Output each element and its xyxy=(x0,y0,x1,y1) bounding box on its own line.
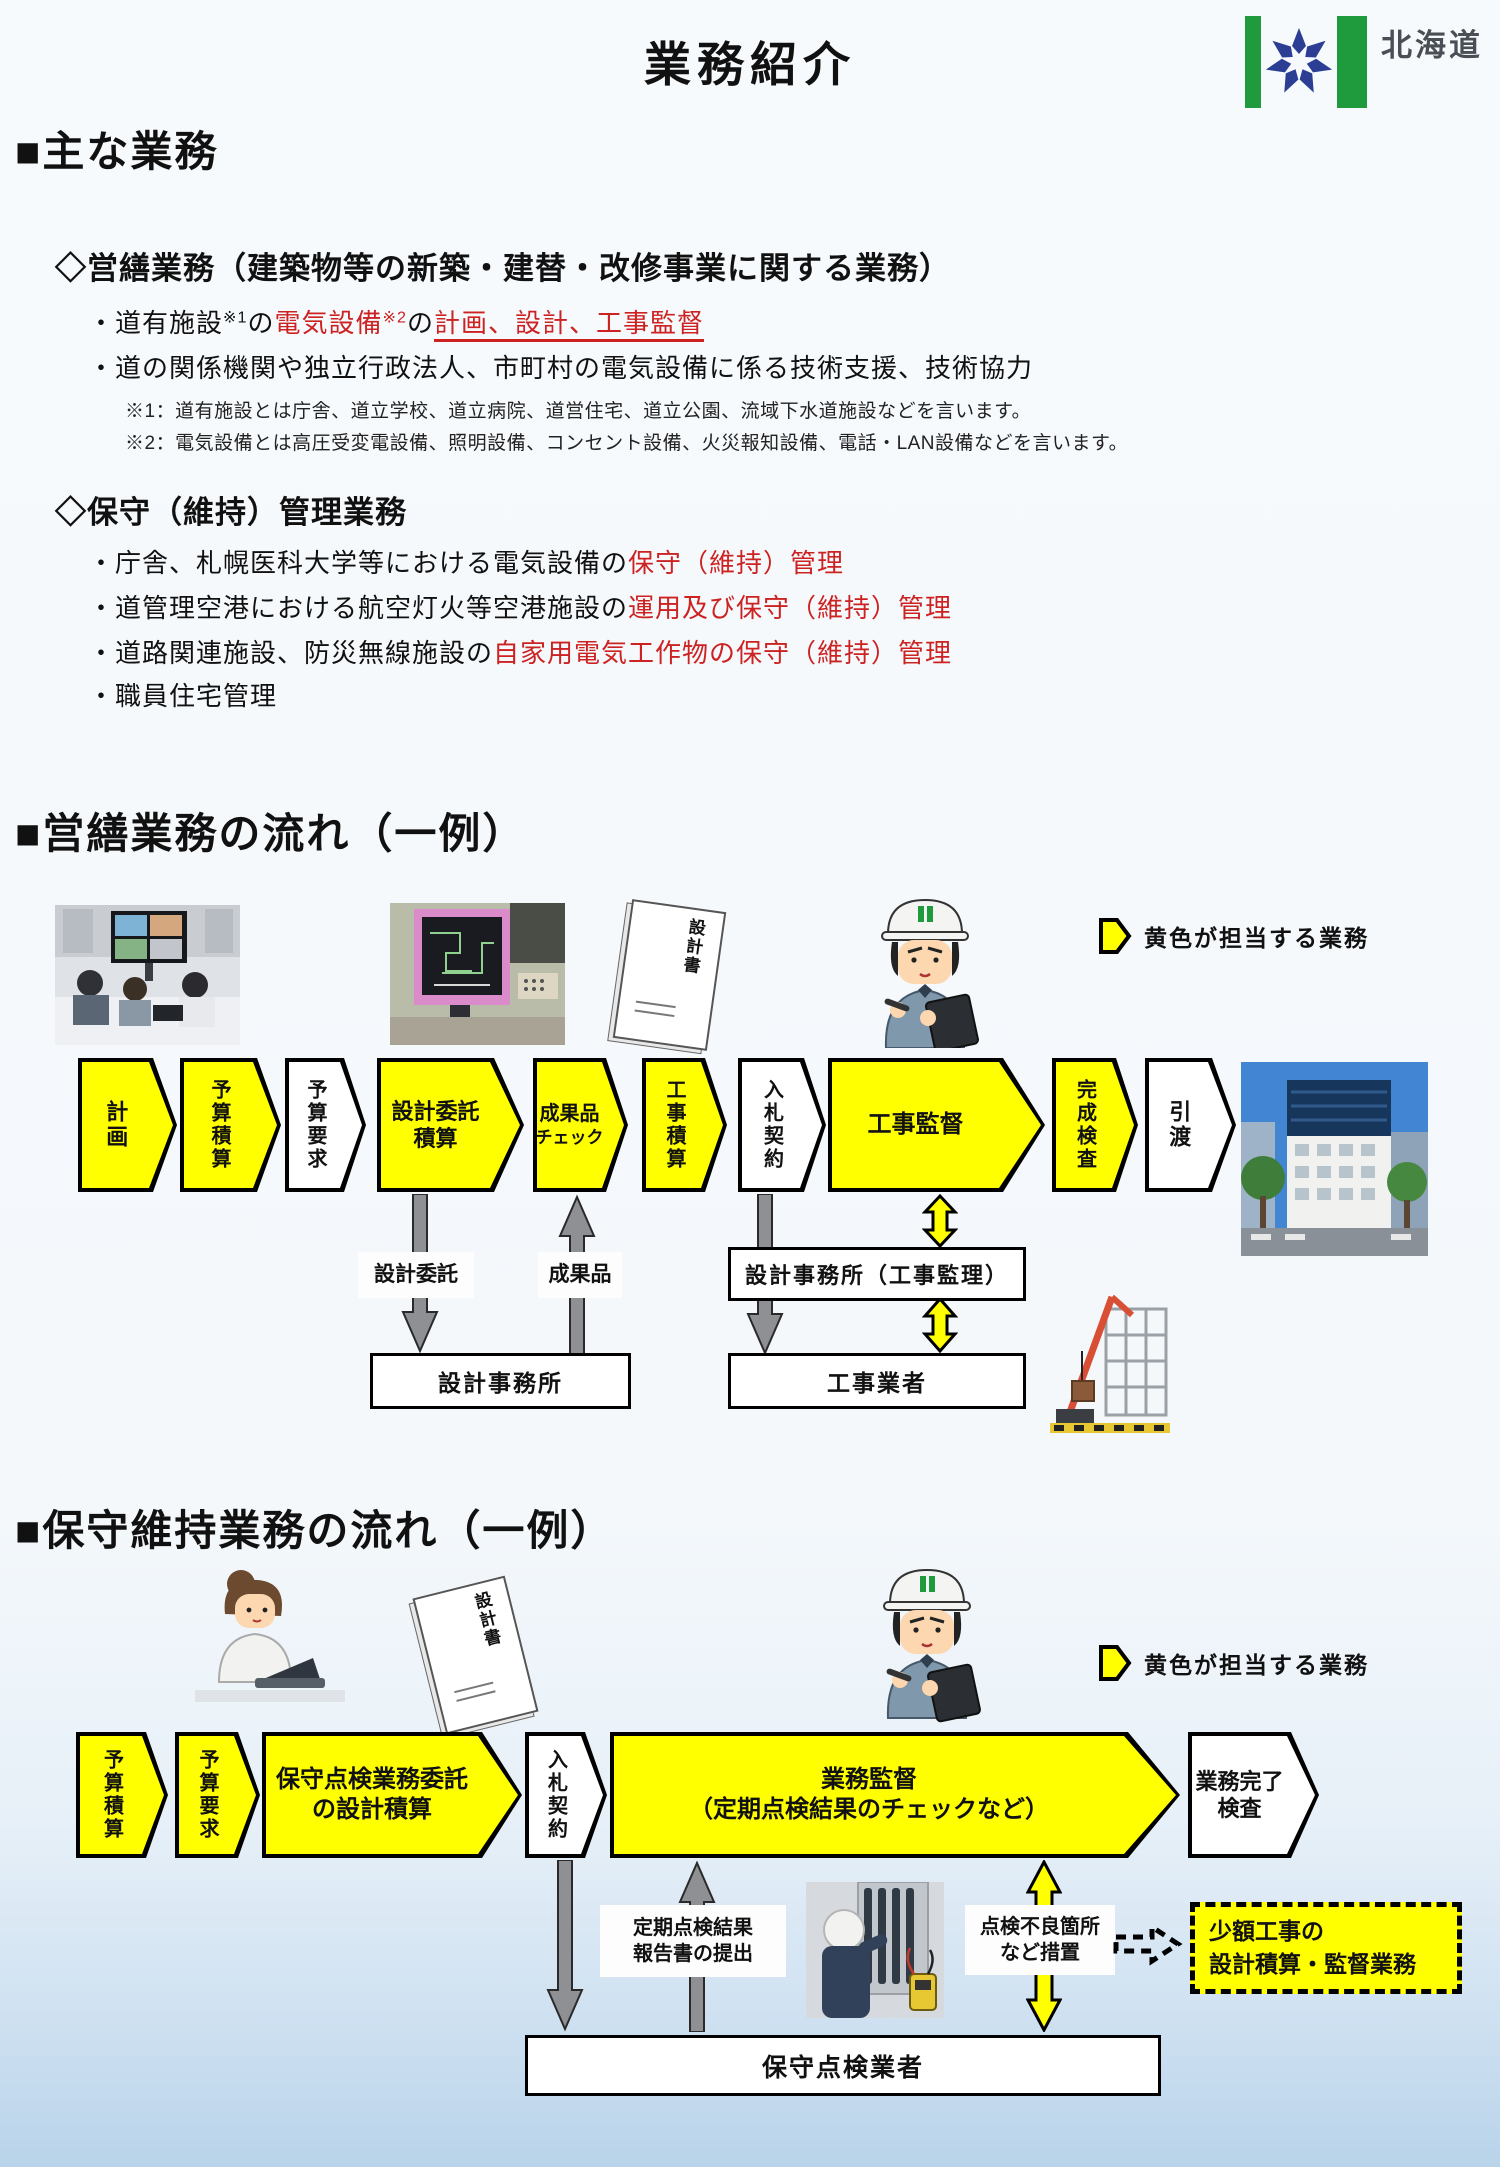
hoshu-bullet-2: ・道管理空港における航空灯火等空港施設の運用及び保守（維持）管理 xyxy=(88,588,952,625)
yellow-pentagon-icon xyxy=(1099,918,1132,954)
page-title: 業務紹介 xyxy=(644,38,856,91)
hoshu-bullet-3: ・道路関連施設、防災無線施設の自家用電気工作物の保守（維持）管理 xyxy=(88,633,952,670)
flow2-step-maintenance-design-estimate: 保守点検業務委託の設計積算 xyxy=(262,1732,522,1858)
site-engineer-illustration xyxy=(881,898,979,1048)
cad-screen-photo xyxy=(390,903,565,1045)
flow1-step-construction-supervision: 工事監督 xyxy=(828,1058,1045,1192)
logo-bar-right xyxy=(1337,16,1367,108)
label-periodic-inspection-report: 定期点検結果報告書の提出 xyxy=(600,1905,786,1977)
flow2-legend-text: 黄色が担当する業務 xyxy=(1144,1652,1369,1678)
logo-text: 北海道 xyxy=(1381,28,1483,63)
highlight-plan-design-supervision: 計画、設計、工事監督 xyxy=(434,308,705,342)
main-duties-heading: ■主な業務 xyxy=(15,128,219,175)
flow2-heading: ■保守維持業務の流れ（一例） xyxy=(15,1507,615,1554)
dashed-arrow-icon xyxy=(1113,1922,1183,1966)
highlight-airport-maintenance: 運用及び保守（維持）管理 xyxy=(628,593,953,623)
footnote-2: ※2：電気設備とは高圧受変電設備、照明設備、コンセント設備、火災報知設備、電話・… xyxy=(125,433,1129,454)
flow1-step-budget-estimate: 予算積算 xyxy=(180,1058,281,1192)
meeting-photo xyxy=(55,905,240,1045)
office-worker-illustration xyxy=(195,1570,345,1702)
arrow-down-bid-contract-2 xyxy=(546,1860,584,2032)
eizen-bullet-1: ・道有施設※1の電気設備※2の計画、設計、工事監督 xyxy=(88,303,705,342)
flow2-legend: 黄色が担当する業務 xyxy=(1098,1645,1369,1681)
hokkaido-logo: 北海道 xyxy=(1245,16,1483,108)
document-sheet xyxy=(612,899,727,1051)
flow2-step-work-supervision: 業務監督（定期点検結果のチェックなど） xyxy=(610,1732,1180,1858)
flow2-step-budget-request: 予算要求 xyxy=(175,1732,260,1858)
bullet-text: の xyxy=(406,308,434,338)
footnote-ref-1: ※1 xyxy=(223,308,248,327)
flow1-heading: ■営繕業務の流れ（一例） xyxy=(15,810,527,857)
flow1-legend-text: 黄色が担当する業務 xyxy=(1144,925,1369,951)
box-maintenance-inspector: 保守点検業者 xyxy=(525,2035,1161,2096)
electrician-photo xyxy=(806,1882,944,2018)
box-design-office-supervision: 設計事務所（工事監理） xyxy=(728,1247,1026,1301)
bullet-text: の xyxy=(247,308,275,338)
eizen-bullet-2: ・道の関係機関や独立行政法人、市町村の電気設備に係る技術支援、技術協力 xyxy=(88,353,1034,383)
box-construction-contractor: 工事業者 xyxy=(728,1353,1026,1409)
hokkaido-star-icon xyxy=(1265,28,1333,93)
flow1-step-construction-estimate: 工事積算 xyxy=(642,1058,727,1192)
flow2-step-work-completion-inspection: 業務完了検査 xyxy=(1188,1732,1319,1858)
flow1-step-handover: 引渡 xyxy=(1145,1058,1236,1192)
box-design-office: 設計事務所 xyxy=(370,1353,631,1409)
flow1-step-budget-request: 予算要求 xyxy=(285,1058,366,1192)
logo-bar-left xyxy=(1245,16,1261,108)
bullet-text: ・道管理空港における航空灯火等空港施設の xyxy=(88,593,629,623)
yellow-pentagon-icon xyxy=(1099,1645,1132,1681)
hoshu-bullet-1: ・庁舎、札幌医科大学等における電気設備の保守（維持）管理 xyxy=(88,543,844,580)
flow2-step-budget-estimate: 予算積算 xyxy=(76,1732,168,1858)
label-design-commission: 設計委託 xyxy=(358,1252,474,1298)
footnote-ref-2: ※2 xyxy=(382,308,407,327)
double-arrow-supervision-architect xyxy=(922,1194,958,1248)
bullet-text: ・庁舎、札幌医科大学等における電気設備の xyxy=(88,548,629,578)
flow1-step-design-commission-estimate: 設計委託積算 xyxy=(377,1058,524,1192)
double-arrow-architect-contractor xyxy=(922,1297,958,1353)
box-small-works: 少額工事の設計積算・監督業務 xyxy=(1190,1902,1462,1994)
eizen-heading: ◇営繕業務（建築物等の新築・建替・改修事業に関する業務） xyxy=(55,251,951,286)
bullet-text: ・道路関連施設、防災無線施設の xyxy=(88,638,494,668)
design-document-icon-2: 設計書 xyxy=(412,1575,539,1735)
design-document-icon: 設計書 xyxy=(612,899,727,1051)
flow1-legend: 黄色が担当する業務 xyxy=(1098,918,1369,954)
flow1-step-deliverable-check: 成果品チェック xyxy=(533,1058,628,1192)
label-defect-measures: 点検不良箇所など措置 xyxy=(965,1905,1115,1975)
site-engineer-illustration-2 xyxy=(883,1568,981,1723)
highlight-private-electrical: 自家用電気工作物の保守（維持）管理 xyxy=(493,638,953,668)
footnote-1: ※1：道有施設とは庁舎、道立学校、道立病院、道営住宅、道立公園、流域下水道施設な… xyxy=(125,401,1032,422)
highlight-maintenance: 保守（維持）管理 xyxy=(628,548,845,578)
construction-crane-illustration xyxy=(1050,1294,1170,1433)
hoshu-heading: ◇保守（維持）管理業務 xyxy=(55,495,407,530)
bullet-text: ・道有施設 xyxy=(88,308,224,338)
flow1-step-completion-inspection: 完成検査 xyxy=(1052,1058,1138,1192)
flow1-step-bid-contract: 入札契約 xyxy=(738,1058,826,1192)
hoshu-bullet-4: ・職員住宅管理 xyxy=(88,681,278,711)
completed-building-photo xyxy=(1241,1062,1428,1256)
flow1-step-plan: 計画 xyxy=(78,1058,177,1192)
flow2-step-bid-contract: 入札契約 xyxy=(525,1732,607,1858)
label-deliverable: 成果品 xyxy=(538,1252,622,1298)
highlight-electrical: 電気設備 xyxy=(274,308,383,338)
